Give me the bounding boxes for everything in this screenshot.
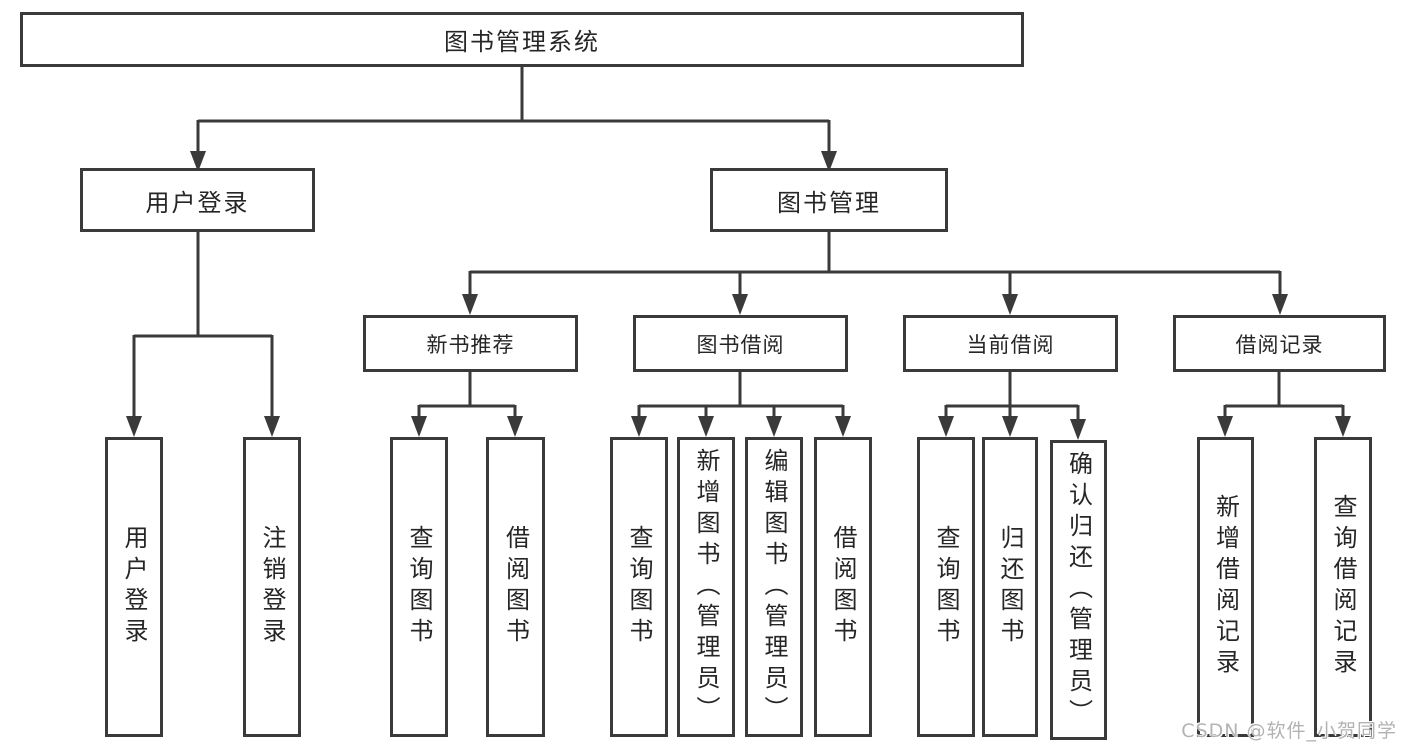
leaf-add-borrow-record: 新增借阅记录: [1197, 437, 1254, 737]
watermark: CSDN @软件_小贺同学: [1181, 720, 1397, 742]
leaf-logout: 注销登录: [243, 437, 301, 737]
node-new-book-recommend: 新书推荐: [363, 315, 578, 372]
leaf-confirm-return-admin: 确认归还（管理员）: [1050, 440, 1107, 740]
leaf-query-books-borrowing: 查询图书: [610, 437, 668, 737]
node-book-borrowing: 图书借阅: [633, 315, 848, 372]
node-borrowing-records: 借阅记录: [1173, 315, 1386, 372]
node-current-borrowing: 当前借阅: [903, 315, 1118, 372]
leaf-user-login: 用户登录: [105, 437, 163, 737]
leaf-add-book-admin: 新增图书（管理员）: [677, 437, 735, 737]
leaf-borrow-books-borrowing: 借阅图书: [814, 437, 872, 737]
leaf-return-book: 归还图书: [982, 437, 1038, 737]
leaf-query-borrow-record: 查询借阅记录: [1314, 437, 1372, 737]
node-book-management: 图书管理: [710, 168, 948, 232]
leaf-query-books-current: 查询图书: [917, 437, 975, 737]
leaf-borrow-books-recommend: 借阅图书: [486, 437, 545, 737]
leaf-edit-book-admin: 编辑图书（管理员）: [745, 437, 803, 737]
node-library-management-system: 图书管理系统: [20, 12, 1024, 67]
leaf-query-books-recommend: 查询图书: [390, 437, 448, 737]
node-user-login: 用户登录: [80, 168, 315, 232]
